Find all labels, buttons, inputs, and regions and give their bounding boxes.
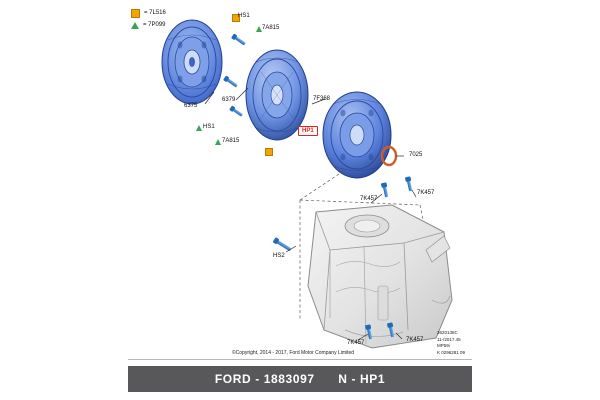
legend: = 7L516 = 7P099 xyxy=(131,8,166,32)
code-block: 3620138C 11-/2017.45 MP59i K 0296281 09 xyxy=(437,330,465,356)
flywheel-bolts xyxy=(223,33,246,117)
callout-hs1-lower: HS1 xyxy=(203,124,215,130)
callout-7a815-top: 7A815 xyxy=(262,25,280,31)
horizontal-divider xyxy=(128,359,472,360)
callout-hs1-top: HS1 xyxy=(238,13,250,19)
marker-square-7l516-b xyxy=(265,148,273,156)
flywheel-part-6375 xyxy=(161,19,223,105)
callout-6375: 6375 xyxy=(184,103,198,109)
callout-7025: 7025 xyxy=(409,152,423,158)
title-bar: FORD - 1883097 N - HP1 xyxy=(128,366,472,392)
legend-item-7p099: = 7P099 xyxy=(131,20,166,30)
code-line-2: 11-/2017.45 xyxy=(437,336,461,342)
square-orange-icon xyxy=(131,8,140,18)
callout-7f368: 7F368 xyxy=(313,96,331,102)
torque-converter-hp1 xyxy=(322,91,392,179)
callout-hp1-highlight: HP1 xyxy=(298,126,318,136)
marker-square-7l516-a xyxy=(232,14,240,22)
housing-bolts xyxy=(272,176,413,340)
callout-7k457-a: 7K457 xyxy=(360,196,378,202)
copyright-text: ©Copyright, 2014 - 2017, Ford Motor Comp… xyxy=(232,350,355,356)
legend-item-7l516: = 7L516 xyxy=(131,8,166,18)
legend-label-7p099: = 7P099 xyxy=(143,21,166,28)
callout-hs2: HS2 xyxy=(273,253,285,259)
triangle-green-icon xyxy=(131,21,139,29)
seal-ring-7025 xyxy=(380,145,398,167)
code-line-1: 3620138C xyxy=(437,330,458,335)
transaxle-housing xyxy=(307,204,453,349)
callout-7k457-d: 7K457 xyxy=(406,337,424,343)
callout-7k457-b: 7K457 xyxy=(417,190,435,196)
callout-6379: 6379 xyxy=(222,97,236,103)
code-line-4: K 0296281 09 xyxy=(437,349,466,355)
legend-label-7l516: = 7L516 xyxy=(144,9,166,16)
marker-triangle-7p099-c xyxy=(215,139,221,145)
callout-7a815-lower: 7A815 xyxy=(222,138,240,144)
title-bar-text: FORD - 1883097 N - HP1 xyxy=(214,372,386,386)
marker-triangle-7p099-a xyxy=(256,26,262,32)
callout-7k457-c: 7K457 xyxy=(347,340,365,346)
code-line-3: MP59i xyxy=(437,343,450,348)
marker-triangle-7p099-b xyxy=(196,125,202,131)
